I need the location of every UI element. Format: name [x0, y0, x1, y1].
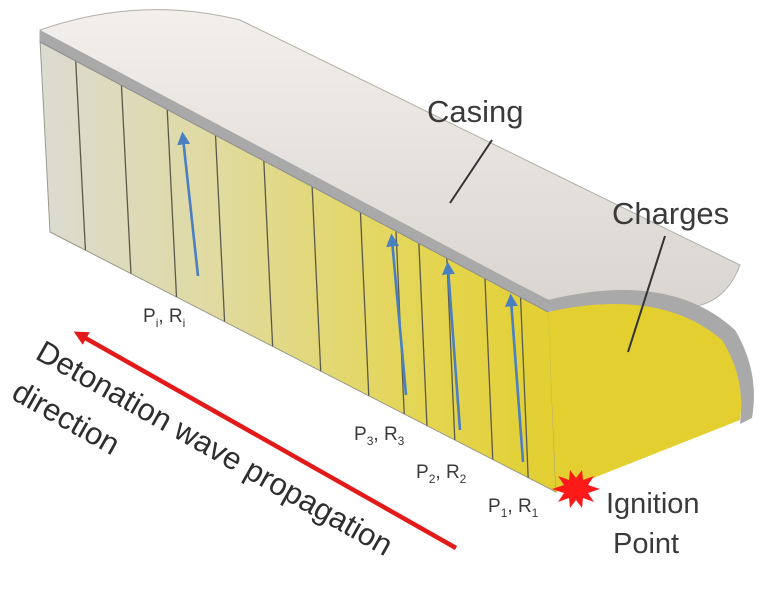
pr-label-2: P2, R2: [416, 462, 467, 486]
segment-divider: [120, 81, 132, 274]
casing-edge-band: [40, 30, 548, 312]
wave-direction-arrow: [73, 331, 458, 550]
blue-arrow: [177, 131, 200, 277]
pr-label-1: P1, R1: [488, 496, 539, 520]
ignition-label-line1: Ignition: [606, 488, 700, 520]
blue-arrow: [504, 293, 525, 463]
charges-label: Charges: [612, 196, 729, 231]
segment-divider: [359, 203, 370, 396]
charge-end-face: [548, 302, 742, 492]
blue-arrow: [386, 233, 408, 396]
pr-label-3: P3, R3: [354, 424, 405, 448]
segment-divider: [519, 285, 529, 478]
segment-divider: [166, 104, 178, 298]
casing-label: Casing: [427, 94, 524, 129]
casing-end-rim: [548, 290, 754, 424]
casing-edge-line: [39, 41, 549, 313]
starburst-icon: [552, 470, 600, 508]
segment-divider: [417, 233, 428, 426]
pressure-arrows: [177, 131, 525, 463]
segment-divider: [262, 154, 274, 347]
segment-divider: [74, 58, 87, 251]
pr-label-i: Pi, Ri: [143, 306, 185, 330]
blue-arrow: [441, 261, 462, 431]
segment-divider: [311, 179, 322, 372]
segment-divider: [483, 267, 494, 460]
casing-leader-line: [449, 139, 493, 204]
segment-divider: [214, 129, 226, 322]
ignition-label-line2: Point: [613, 528, 679, 560]
charges-leader-line: [627, 235, 666, 353]
